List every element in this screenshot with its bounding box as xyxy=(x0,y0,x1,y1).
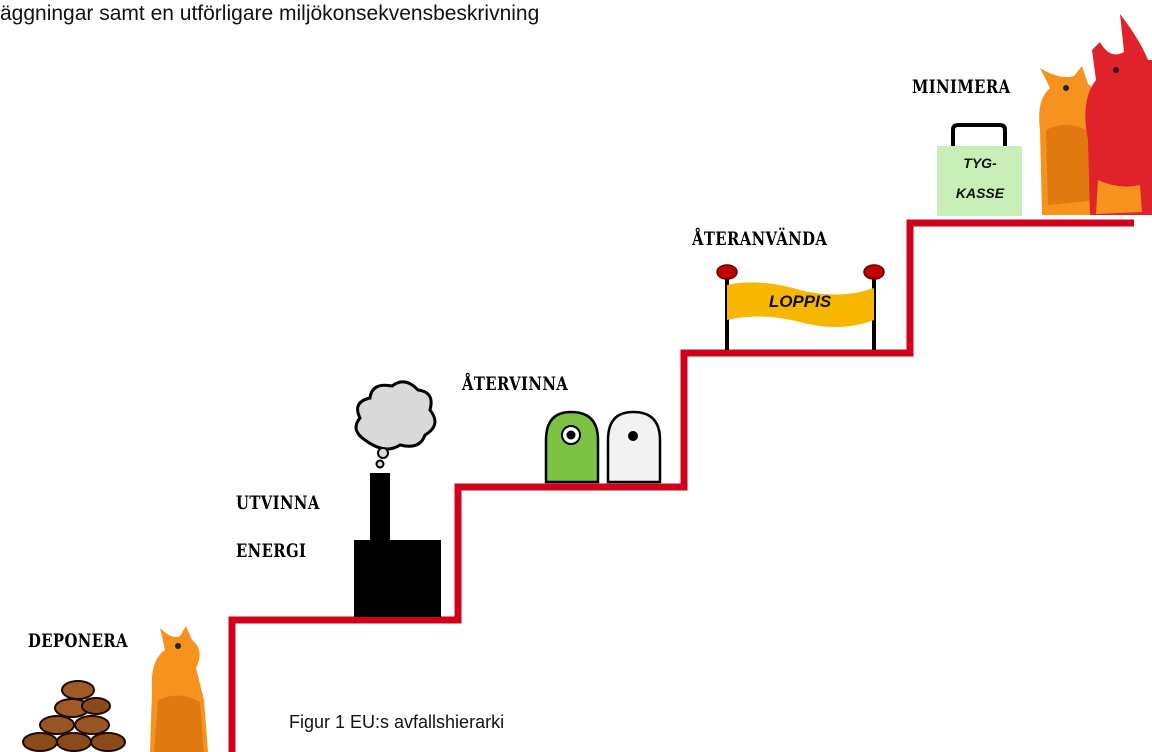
step-label-atervinna: ÅTERVINNA xyxy=(462,373,569,395)
orange-figure-icon xyxy=(1039,66,1100,215)
factory-chimney-icon xyxy=(354,473,441,617)
step-label-utvinna-line1: UTVINNA xyxy=(236,492,320,514)
step-label-minimera: MINIMERA xyxy=(912,76,1011,98)
tote-bag-icon xyxy=(937,123,1022,216)
figure-caption: Figur 1 EU:s avfallshierarki xyxy=(289,712,505,732)
staircase-line xyxy=(228,219,1134,752)
recycling-bins-icon xyxy=(544,410,662,484)
smoke-cloud-icon xyxy=(354,380,437,469)
loppis-banner-icon xyxy=(716,264,885,350)
top-text: äggningar samt en utförligare miljökonse… xyxy=(0,2,540,25)
orange-figure-icon xyxy=(150,626,208,752)
loppis-text: LOPPIS xyxy=(768,292,832,311)
coin-pile-icon xyxy=(22,680,126,752)
tygkasse-line1: TYG- xyxy=(963,155,997,171)
tygkasse-line2: KASSE xyxy=(955,185,1005,201)
step-label-ateranvanda: ÅTERANVÄNDA xyxy=(692,228,828,250)
step-label-deponera: DEPONERA xyxy=(28,630,128,652)
red-figure-icon xyxy=(1085,14,1152,215)
step-label-utvinna-line2: ENERGI xyxy=(236,540,307,562)
